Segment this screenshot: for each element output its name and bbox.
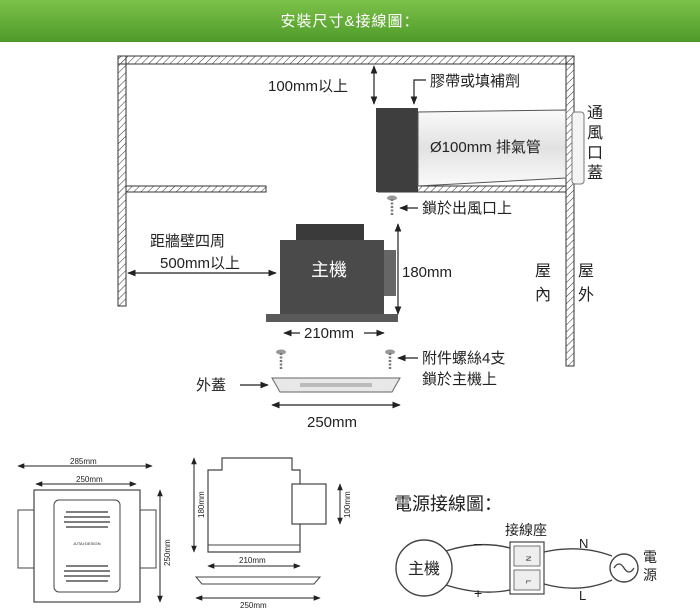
wiring-diagram: 電源接線圖： 接線座 主機 – + N L N L 電 源: [394, 494, 657, 603]
svg-text:電: 電: [643, 549, 657, 565]
svg-text:JUTAI·DESIGN: JUTAI·DESIGN: [73, 541, 101, 546]
svg-text:N: N: [524, 556, 531, 561]
cover-label: 外蓋: [196, 377, 226, 394]
screws-line2: 鎖於主機上: [422, 371, 497, 388]
svg-text:–: –: [474, 535, 482, 551]
indoor-label: 屋 內: [535, 263, 551, 304]
side-view: 180mm 100mm 210mm 250mm: [191, 457, 352, 610]
svg-text:通: 通: [587, 104, 603, 122]
vent-cover: [571, 111, 585, 185]
main-unit-label: 主機: [311, 260, 347, 280]
fix-outlet-label: 鎖於出風口上: [422, 200, 512, 217]
svg-text:250mm: 250mm: [163, 539, 172, 566]
exhaust-duct: [417, 109, 567, 187]
outer-wall: [565, 55, 575, 367]
svg-text:180mm: 180mm: [197, 491, 206, 518]
ceiling-gap-label: 100mm以上: [268, 78, 348, 95]
front-view: 285mm 250mm JUTAI·DESIGN 250mm: [17, 457, 172, 603]
screw-icon-left: [276, 349, 286, 370]
sealant-block: [376, 108, 418, 192]
svg-text:口: 口: [587, 145, 603, 162]
svg-text:源: 源: [643, 567, 657, 583]
screws-line1: 附件螺絲4支: [422, 350, 505, 367]
terminal-label: 接線座: [505, 522, 547, 538]
svg-text:屋: 屋: [578, 263, 594, 280]
svg-text:主機: 主機: [408, 560, 440, 578]
page-title: 安裝尺寸&接線圖：: [280, 13, 420, 30]
cover-width-label: 250mm: [307, 414, 357, 431]
width-label: 210mm: [304, 325, 354, 342]
svg-text:250mm: 250mm: [240, 601, 267, 610]
svg-text:風: 風: [587, 125, 603, 142]
svg-text:L: L: [579, 588, 586, 603]
sealant-label: 膠帶或填補劑: [430, 73, 520, 90]
duct-label: Ø100mm 排氣管: [430, 139, 541, 156]
screw-icon-right: [385, 349, 395, 370]
svg-text:蓋: 蓋: [587, 164, 603, 182]
svg-text:N: N: [579, 536, 588, 551]
main-unit-circle: [395, 539, 453, 597]
svg-text:+: +: [474, 585, 482, 601]
outdoor-label: 屋 外: [578, 263, 594, 304]
svg-text:250mm: 250mm: [76, 475, 103, 484]
vent-cover-label: 通 風 口 蓋: [587, 104, 603, 182]
svg-text:屋: 屋: [535, 263, 551, 280]
header-banner: 安裝尺寸&接線圖：: [0, 0, 700, 42]
svg-text:285mm: 285mm: [70, 457, 97, 466]
left-wall: [117, 55, 127, 307]
wall-distance-line1: 距牆壁四周: [150, 233, 225, 250]
ceiling-slab: [117, 55, 575, 65]
svg-text:L: L: [524, 580, 531, 584]
svg-text:外: 外: [578, 286, 594, 304]
svg-text:210mm: 210mm: [239, 556, 266, 565]
screw-icon: [387, 195, 397, 216]
main-unit-body: [266, 224, 398, 322]
wall-distance-line2: 500mm以上: [160, 255, 240, 272]
wiring-title: 電源接線圖：: [394, 494, 502, 514]
height-label: 180mm: [402, 264, 452, 281]
svg-text:內: 內: [535, 286, 551, 304]
false-ceiling-left: [125, 185, 267, 193]
svg-text:100mm: 100mm: [343, 491, 352, 518]
